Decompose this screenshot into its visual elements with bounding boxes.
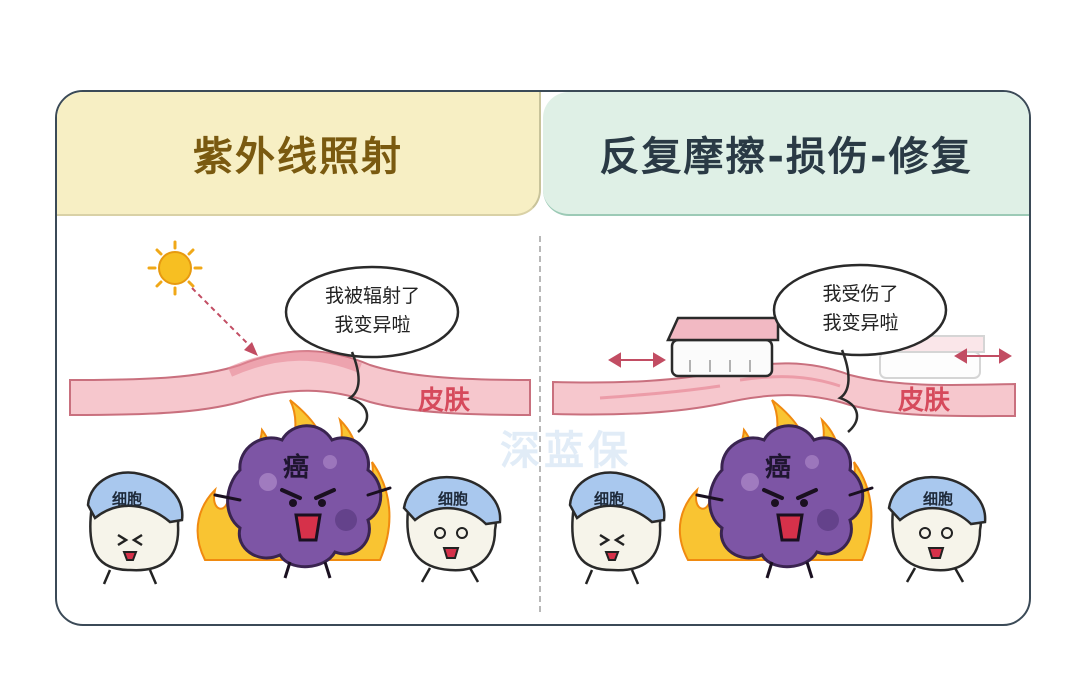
normal-cell-icon (402, 475, 502, 583)
speech-bubble-right (772, 263, 948, 433)
speech-line: 我受伤了 (822, 283, 899, 305)
double-arrow-icon (608, 348, 1012, 368)
speech-text-right: 我受伤了 我变异啦 (778, 280, 943, 338)
speech-line: 我变异啦 (822, 312, 899, 334)
uv-ray-arrow-icon (191, 287, 258, 356)
skin-label-left: 皮肤 (418, 386, 471, 416)
cell-label: 细胞 (112, 490, 143, 508)
cell-label: 细胞 (594, 490, 625, 508)
cancer-label-right: 癌 (765, 453, 792, 483)
skin-band-right (552, 362, 1016, 418)
cancer-cell-icon (213, 424, 392, 579)
normal-cell-icon (568, 471, 666, 585)
panel-divider (539, 236, 541, 612)
right-panel-title: 反复摩擦-损伤-修复 (543, 92, 1029, 216)
speech-bubble-left (284, 265, 460, 433)
left-panel-title: 紫外线照射 (57, 92, 541, 216)
skin-band-left (69, 350, 531, 417)
skin-label-right: 皮肤 (898, 386, 951, 416)
normal-cell-icon (887, 475, 987, 583)
speech-line: 我变异啦 (334, 314, 411, 336)
speech-line: 我被辐射了 (324, 285, 420, 307)
watermark: 深蓝保 (500, 428, 632, 474)
cell-label: 细胞 (438, 490, 469, 508)
sun-icon (147, 240, 203, 296)
speech-text-left: 我被辐射了 我变异啦 (290, 282, 455, 340)
normal-cell-icon (86, 471, 184, 585)
cancer-cell-icon (695, 424, 874, 579)
cell-label: 细胞 (923, 490, 954, 508)
cancer-label-left: 癌 (283, 453, 310, 483)
eraser-icon (666, 316, 780, 378)
